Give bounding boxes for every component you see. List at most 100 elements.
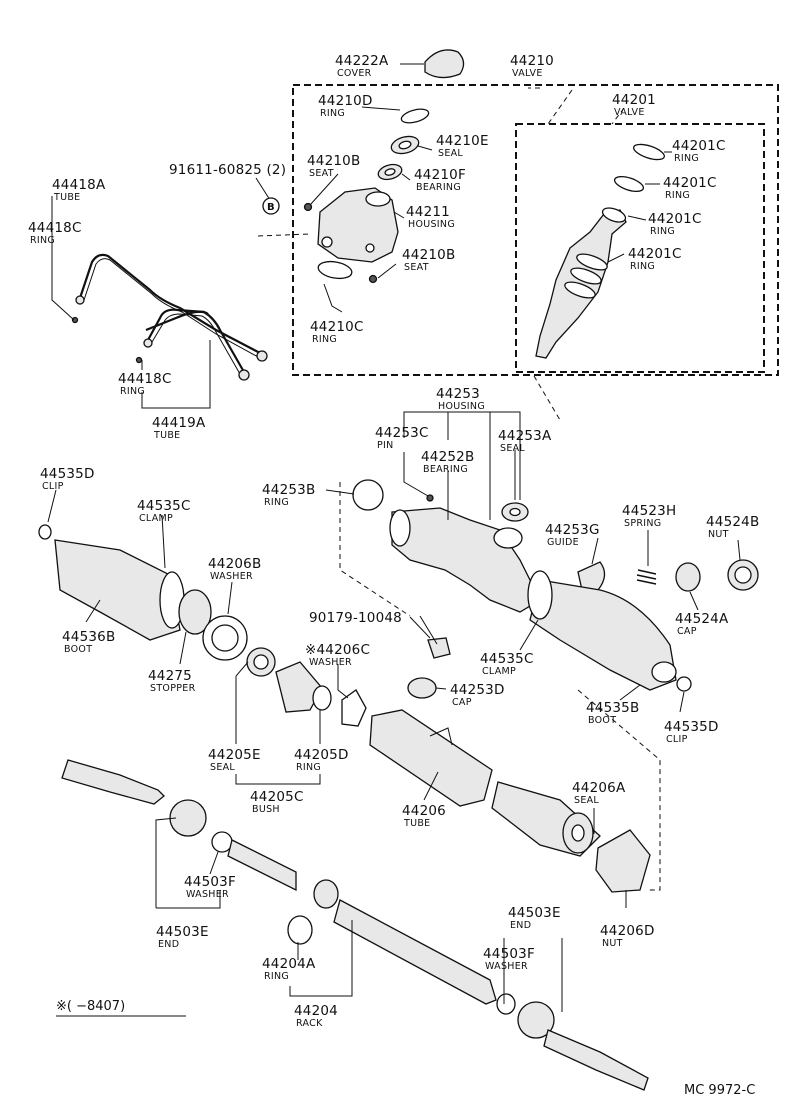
part-number: 44535C: [480, 651, 534, 667]
part-number: 90179-10048: [309, 610, 402, 626]
callout-c15: 91611-60825 (2): [169, 162, 286, 178]
cap-part: [675, 562, 701, 592]
part-name: SEAL: [500, 443, 525, 454]
gear-housing-part: [391, 507, 541, 613]
cap-part: [407, 677, 437, 699]
part-number: 44275: [148, 668, 192, 684]
part-number: 44418A: [52, 177, 106, 193]
cover-part: [424, 49, 465, 79]
guide-part: [577, 561, 606, 591]
part-name: TUBE: [53, 192, 80, 203]
part-name: COVER: [337, 68, 372, 79]
boot-part: [54, 539, 181, 641]
tube-44206: [369, 709, 493, 807]
part-number: 44503F: [483, 946, 535, 962]
part-name: END: [510, 920, 531, 931]
part-name: WASHER: [309, 657, 352, 668]
figure-code: MC 9972-C: [684, 1083, 755, 1098]
part-number: 44253B: [262, 482, 315, 498]
washer-part: [211, 831, 233, 853]
part-name: NUT: [708, 529, 729, 540]
part-number: 44253G: [545, 522, 600, 538]
part-number: 44201C: [672, 138, 726, 154]
part-name: BEARING: [423, 464, 468, 475]
clamp-part: [527, 570, 553, 620]
part-number: 44253D: [450, 682, 505, 698]
part-name: RING: [30, 235, 55, 246]
part-number: 44201C: [663, 175, 717, 191]
part-number: 44205E: [208, 747, 261, 763]
washer-part: [341, 689, 367, 727]
part-number: 44524B: [706, 514, 759, 530]
ring-part: [317, 260, 353, 280]
part-name: TUBE: [153, 430, 180, 441]
part-name: WASHER: [186, 889, 229, 900]
ring-part: [312, 685, 332, 711]
circle-b-letter: B: [267, 202, 275, 213]
ring-part: [352, 479, 384, 511]
end-part: [517, 1001, 555, 1039]
ring-part: [71, 316, 79, 324]
leader-lines: [47, 63, 741, 1012]
stopper-part: [178, 589, 212, 635]
part-name: BUSH: [252, 804, 280, 815]
part-number: 44205C: [250, 789, 304, 805]
part-name: RING: [320, 108, 345, 119]
part-number: 44201C: [628, 246, 682, 262]
part-number: 44419A: [152, 415, 206, 431]
part-number: 44210B: [307, 153, 360, 169]
part-name: SEAT: [309, 168, 334, 179]
part-name: CLAMP: [482, 666, 516, 677]
part-number: 44535D: [664, 719, 719, 735]
part-number: 44418C: [118, 371, 172, 387]
part-number: 44503E: [508, 905, 561, 921]
part-number: 44210E: [436, 133, 489, 149]
end-part: [169, 799, 207, 837]
part-number: ※44206C: [305, 642, 370, 658]
part-name: RING: [264, 497, 289, 508]
part-number: 44205D: [294, 747, 349, 763]
part-number: 44503E: [156, 924, 209, 940]
part-number: 44206: [402, 803, 446, 819]
circle-b-marker: B: [262, 197, 280, 215]
clip-part: [38, 524, 52, 540]
part-name: BOOT: [588, 715, 616, 726]
part-name: RING: [264, 971, 289, 982]
boot-part: [529, 579, 677, 691]
valve-group-boxes: [257, 84, 779, 376]
gear-housing-group: [352, 479, 759, 699]
part-name: RACK: [296, 1018, 323, 1029]
callout-c34: 90179-10048: [309, 610, 402, 626]
bush-group: [246, 647, 367, 727]
part-name: SEAL: [210, 762, 235, 773]
part-name: CLIP: [666, 734, 688, 745]
part-name: CLAMP: [139, 513, 173, 524]
hydraulic-tubes: [71, 253, 268, 381]
part-name: VALVE: [614, 107, 645, 118]
part-number: 44206A: [572, 780, 626, 796]
part-number: 44206D: [600, 923, 655, 939]
part-number: 44201: [612, 92, 656, 108]
part-number: 44536B: [62, 629, 115, 645]
spring-part: [636, 569, 657, 585]
part-name: HOUSING: [438, 401, 485, 412]
